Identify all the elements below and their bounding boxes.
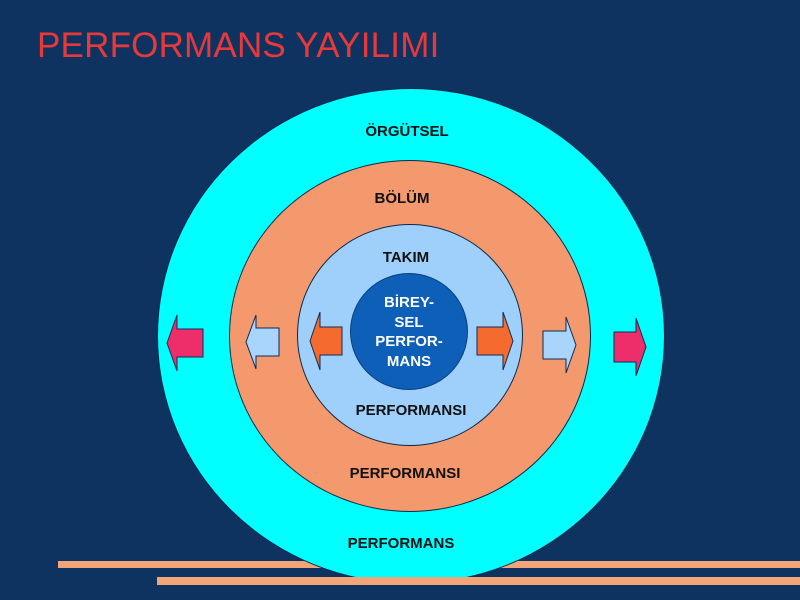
team-bottom-label: PERFORMANSI (355, 402, 467, 419)
department-top-label: BÖLÜM (374, 190, 430, 207)
arrow-left-icon (245, 314, 280, 370)
arrow-right-icon (613, 317, 647, 377)
arrow-right-icon (476, 311, 514, 371)
individual-core (350, 273, 468, 390)
individual-label-line: BİREY- (383, 294, 434, 311)
team-top-label: TAKIM (382, 249, 430, 266)
arrow-right-icon (542, 316, 577, 374)
decorative-stripe (157, 577, 800, 585)
arrow-left-icon (166, 314, 204, 372)
arrow-left-icon (309, 311, 343, 371)
individual-label-line: MANS (386, 352, 432, 370)
organizational-top-label: ÖRGÜTSEL (365, 123, 449, 140)
page-title: PERFORMANS YAYILIMI (37, 26, 440, 65)
organizational-bottom-label: PERFORMANS (347, 535, 455, 552)
department-bottom-label: PERFORMANSI (349, 465, 461, 482)
individual-label: BİREY- SEL PERFOR- MANS (354, 293, 464, 371)
individual-label-line: SEL (394, 313, 424, 331)
individual-label-line: PERFOR- (375, 333, 443, 350)
